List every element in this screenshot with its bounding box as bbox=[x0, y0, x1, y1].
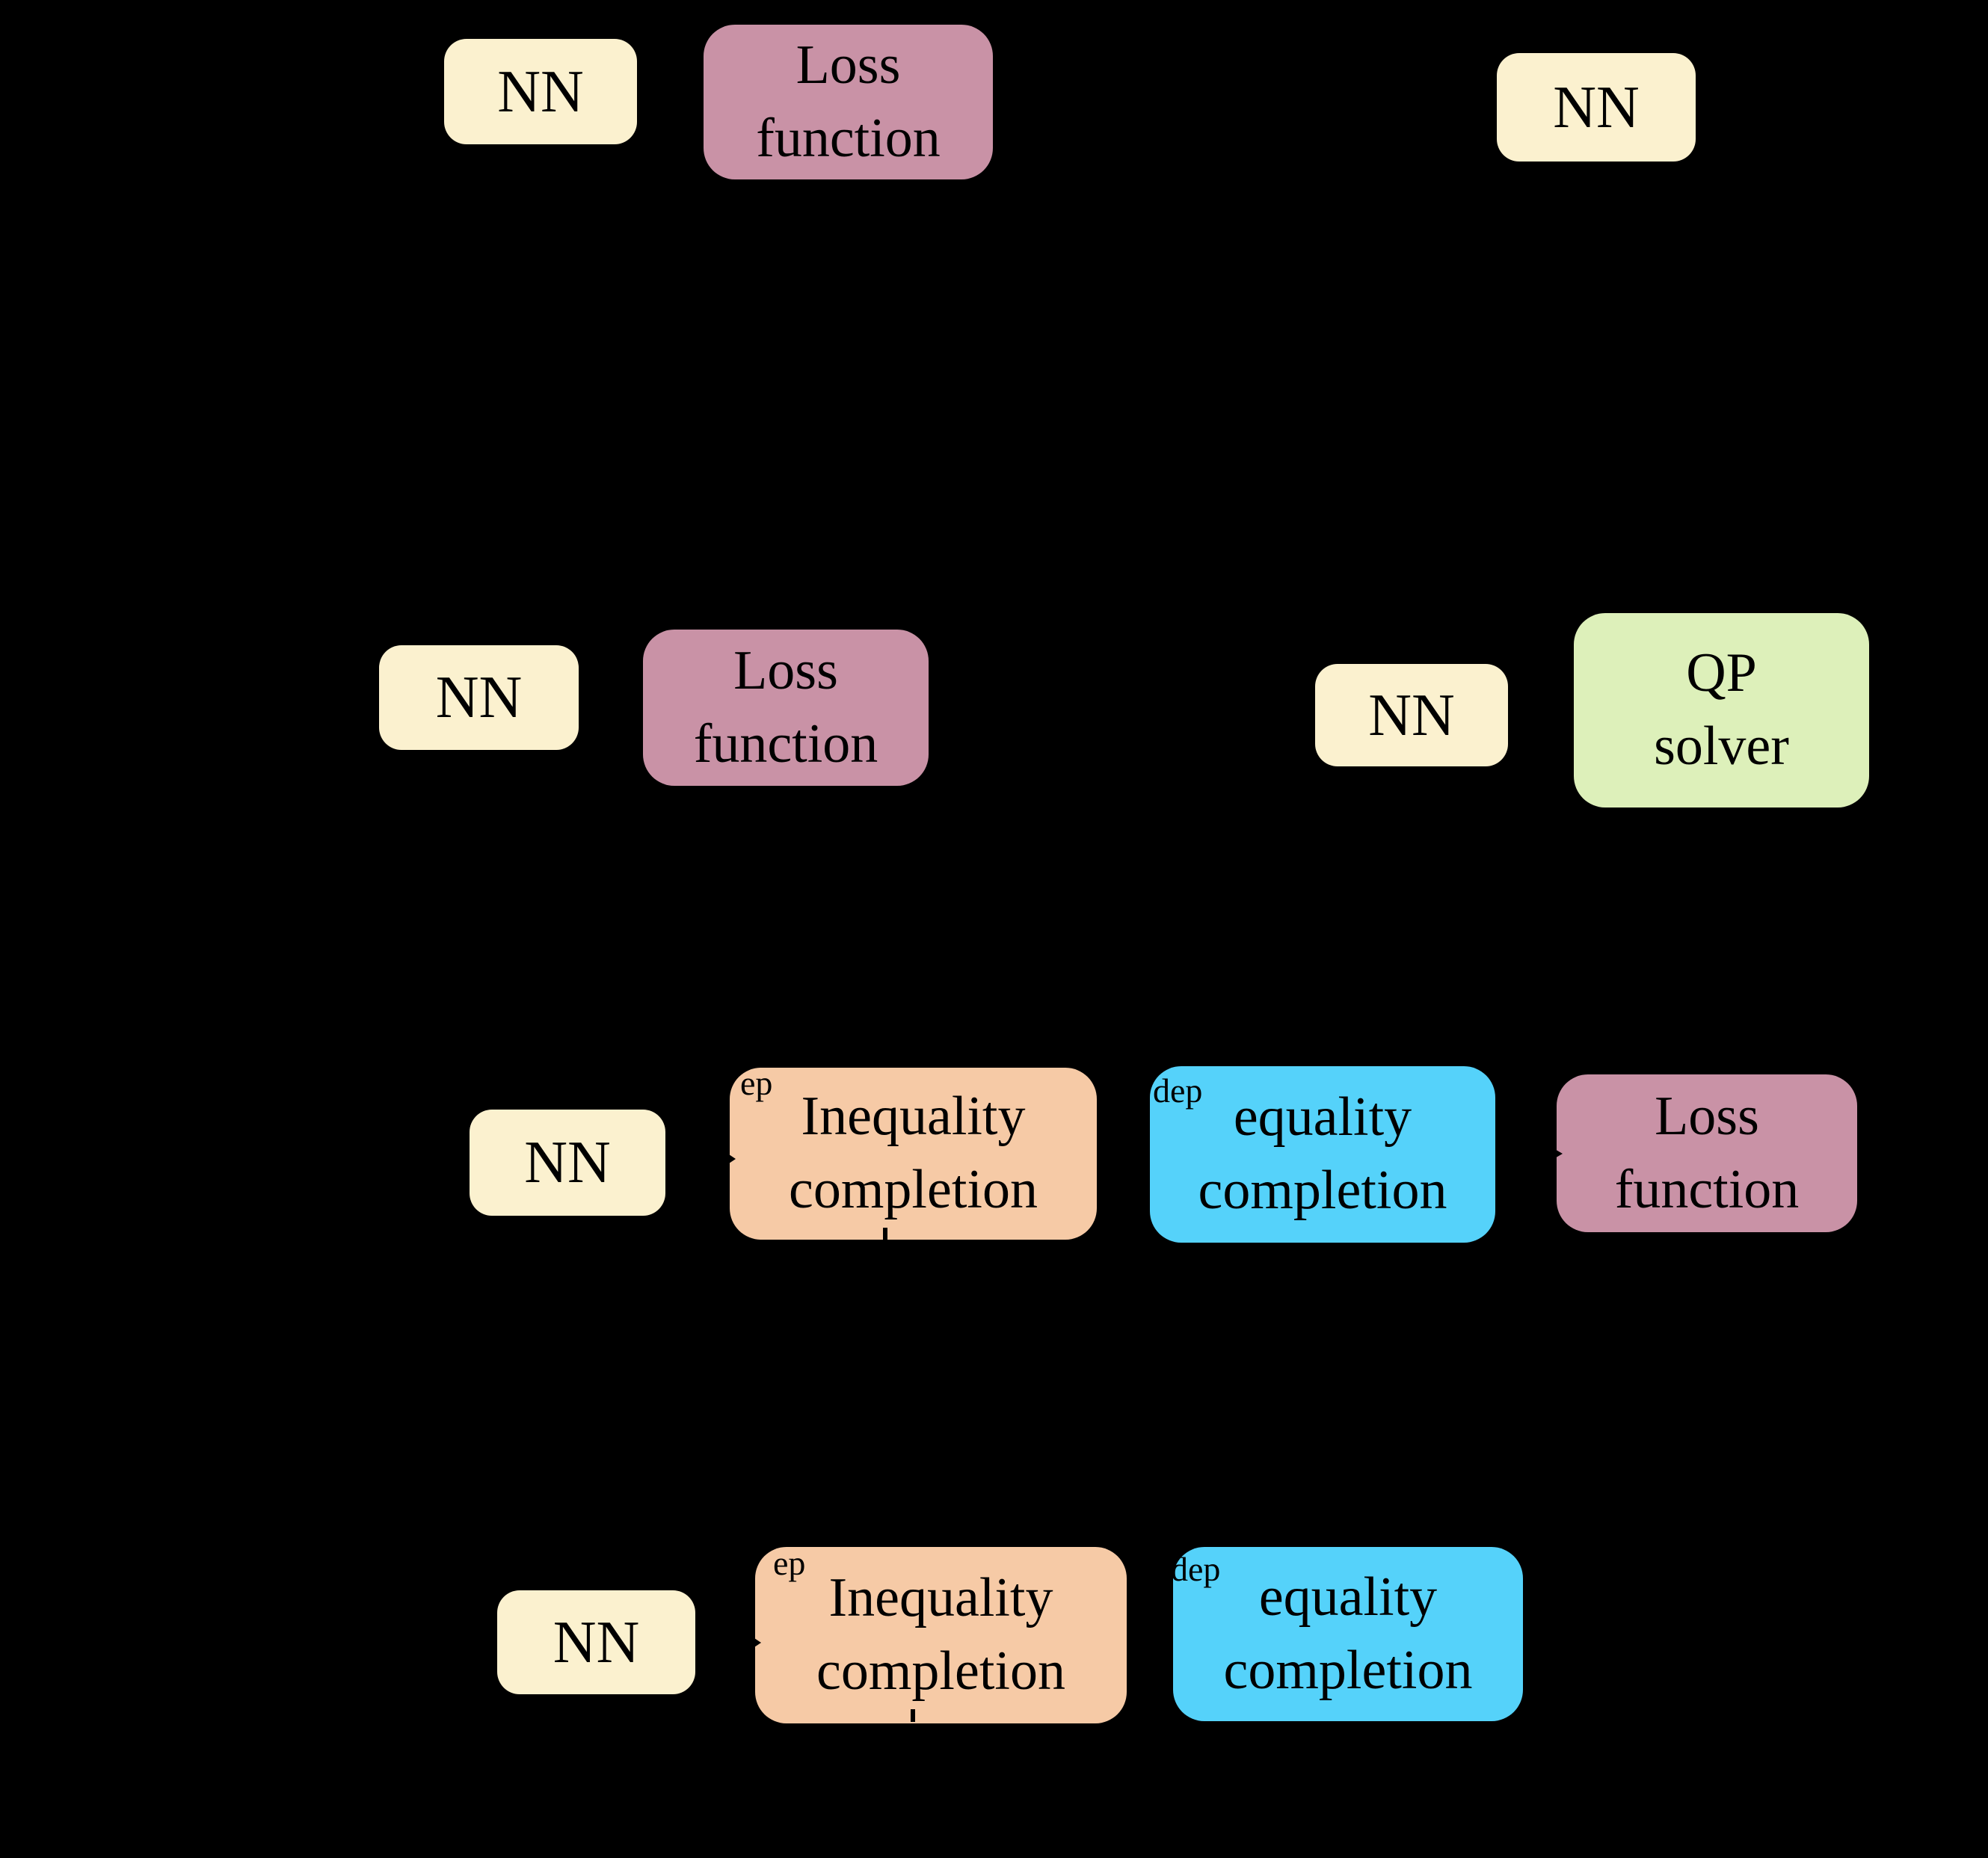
arrow-stub-fragment-1 bbox=[883, 1228, 887, 1240]
loss-function-box-2: Loss function bbox=[643, 630, 929, 786]
nn-box-3: NN bbox=[379, 645, 579, 750]
superscript-fragment-ineq2: ep bbox=[773, 1544, 806, 1582]
equality-completion-box-2: equality completion bbox=[1173, 1547, 1523, 1721]
loss-function-box-1: Loss function bbox=[704, 25, 993, 179]
inequality-completion-box-2: Inequality completion bbox=[755, 1547, 1127, 1723]
superscript-fragment-eq2: dep bbox=[1171, 1550, 1221, 1588]
arrowhead-icon bbox=[752, 1637, 761, 1649]
superscript-fragment-ineq1: ep bbox=[740, 1064, 773, 1102]
nn-box-5: NN bbox=[470, 1110, 665, 1216]
nn-box-6: NN bbox=[497, 1590, 695, 1694]
superscript-fragment-eq1: dep bbox=[1153, 1071, 1203, 1110]
nn-box-2: NN bbox=[1497, 53, 1696, 162]
arrowhead-icon bbox=[1545, 1143, 1563, 1164]
equality-completion-box-1: equality completion bbox=[1150, 1066, 1495, 1243]
nn-box-4: NN bbox=[1315, 664, 1508, 766]
loss-function-box-3: Loss function bbox=[1557, 1074, 1857, 1232]
inequality-completion-box-1: Inequality completion bbox=[730, 1068, 1097, 1240]
arrow-stub-fragment-2 bbox=[911, 1709, 915, 1722]
qp-solver-box: QP solver bbox=[1574, 613, 1869, 808]
nn-box-1: NN bbox=[444, 39, 637, 144]
arrowhead-icon bbox=[727, 1153, 736, 1165]
